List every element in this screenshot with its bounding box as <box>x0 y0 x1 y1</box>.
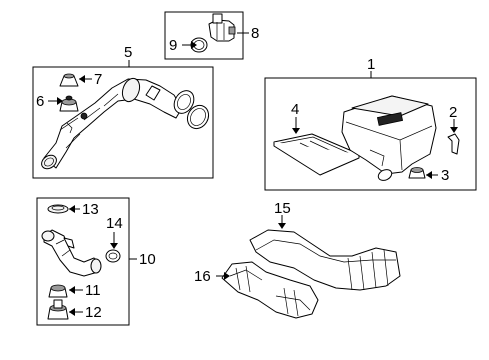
grommet-part-11 <box>48 284 68 298</box>
air-duct-part-15 <box>249 229 401 291</box>
ring-part-13 <box>47 204 69 214</box>
grommet-part-6 <box>59 95 79 112</box>
callout-3: 3 <box>441 167 449 184</box>
callout-14: 14 <box>106 215 123 232</box>
callout-2: 2 <box>449 104 457 121</box>
hose-part-10 <box>41 229 102 277</box>
grommet-part-12 <box>47 299 69 320</box>
callout-16: 16 <box>194 268 211 285</box>
group-box-5 <box>32 66 214 179</box>
callout-5: 5 <box>124 44 132 61</box>
clip-part-2 <box>447 133 460 155</box>
air-cleaner-housing-part-1 <box>341 95 437 181</box>
air-duct-part-16 <box>221 261 319 319</box>
sensor-part-8 <box>208 13 236 42</box>
group-box-10 <box>36 197 130 326</box>
callout-15: 15 <box>274 200 291 217</box>
callout-13: 13 <box>82 201 99 218</box>
group-box-8-9 <box>164 11 244 60</box>
callout-8: 8 <box>251 25 259 42</box>
callout-6: 6 <box>36 93 44 110</box>
callout-9: 9 <box>169 37 177 54</box>
callout-12: 12 <box>85 304 102 321</box>
grommet-part-14 <box>105 249 121 263</box>
grommet-part-3 <box>408 167 426 179</box>
intake-duct-part-5 <box>41 77 195 170</box>
callout-1: 1 <box>367 56 375 73</box>
grommet-part-7 <box>59 73 79 87</box>
callout-11: 11 <box>85 282 101 299</box>
clamp-ring-part-5 <box>186 104 210 130</box>
callout-10: 10 <box>139 251 156 268</box>
callout-4: 4 <box>291 101 299 118</box>
callout-7: 7 <box>94 71 102 88</box>
